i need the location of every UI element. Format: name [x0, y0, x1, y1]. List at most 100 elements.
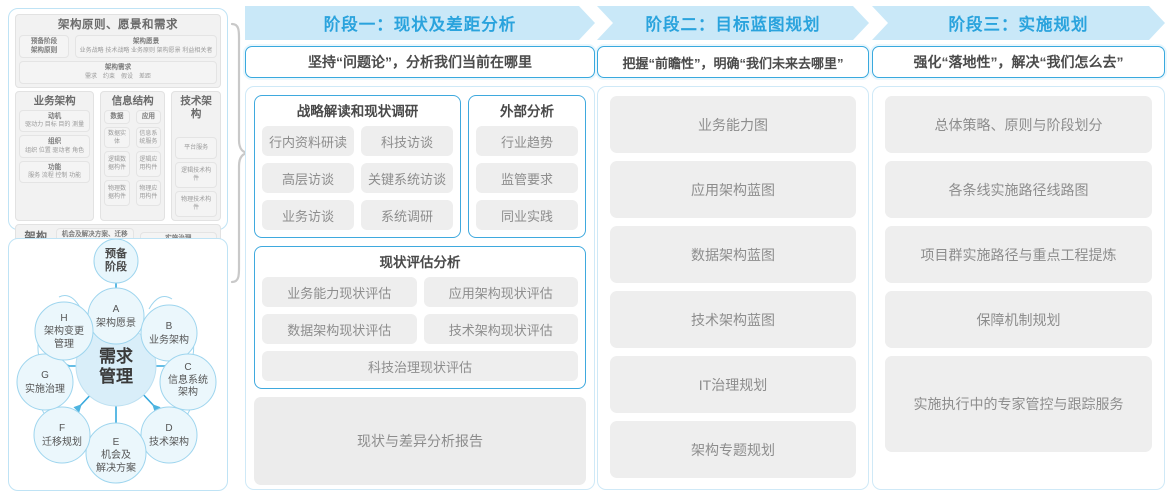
- blueprint-item[interactable]: 业务能力图: [610, 96, 856, 153]
- phase-3-subtitle[interactable]: 强化“落地性”，解决“我们怎么去”: [872, 46, 1165, 78]
- label: 组织: [48, 138, 62, 145]
- adm-node-f-label: 迁移规划: [42, 435, 82, 448]
- framework-col-technology: 技术架构 平台服务 逻辑技术构件 物理技术构件: [171, 90, 221, 221]
- adm-cycle-card: 预备 阶段 需求 管理 A 架构愿景 B 业务架构 C: [8, 238, 228, 491]
- framework-col-business-head: 业务架构: [33, 94, 76, 107]
- adm-node-b-letter: B: [166, 321, 173, 332]
- adm-prelim-label-2: 阶段: [105, 259, 127, 273]
- framework-subcol-application: 应用 信息系统服务 逻辑应用构件 物理应用构件: [135, 109, 162, 206]
- implementation-item[interactable]: 总体策略、原则与阶段划分: [885, 96, 1152, 153]
- phase-column-2: 阶段二：目标蓝图规划 把握“前瞻性”，明确“我们未来去哪里” 业务能力图 应用架…: [597, 6, 869, 490]
- phase-1-header: 阶段一：现状及差距分析: [245, 6, 595, 40]
- chip-item[interactable]: 监管要求: [476, 163, 578, 193]
- chip-item[interactable]: 关键系统访谈: [361, 163, 453, 193]
- phase-2-title: 阶段二：目标蓝图规划: [645, 16, 821, 34]
- adm-node-d-letter: D: [165, 423, 172, 434]
- framework-requirements-items: 需求 约束 假设 差距: [84, 73, 151, 80]
- framework-col-information: 信息结构 数据 数据实体 逻辑数据构件 物理数据构件 应用 信息系统服务 逻辑应…: [100, 90, 166, 221]
- phase-2-subtitle[interactable]: 把握“前瞻性”，明确“我们未来去哪里”: [597, 46, 869, 78]
- label: 信息系统服务: [139, 130, 158, 145]
- framework-prelim-box: 预备阶段 架构原则: [19, 35, 69, 58]
- adm-cycle-diagram: 预备 阶段 需求 管理 A 架构愿景 B 业务架构 C: [9, 238, 229, 492]
- phase-column-3: 阶段三：实施规划 强化“落地性”，解决“我们怎么去” 总体策略、原则与阶段划分 …: [872, 6, 1165, 490]
- chip-item[interactable]: 数据架构现状评估: [262, 314, 417, 344]
- phase-2-body: 业务能力图 应用架构蓝图 数据架构蓝图 技术架构蓝图 IT治理规划 架构专题规划: [597, 86, 869, 490]
- group-current-state-assessment-title: 现状评估分析: [379, 255, 461, 270]
- label: 应用: [141, 112, 156, 120]
- adm-center-label-2: 管理: [99, 366, 133, 386]
- blueprint-item[interactable]: IT治理规划: [610, 356, 856, 413]
- framework-box-organization: 组织 组织 位置 驱动者 角色: [19, 135, 91, 158]
- chip-item[interactable]: 应用架构现状评估: [423, 277, 578, 307]
- chip-item[interactable]: 业务能力现状评估: [262, 277, 417, 307]
- group-current-state-assessment: 现状评估分析 业务能力现状评估 应用架构现状评估 数据架构现状评估 技术架构现状…: [254, 246, 586, 389]
- phase-1-header-band: [245, 6, 595, 40]
- framework-col-information-head: 信息结构: [111, 94, 154, 107]
- adm-center-label-1: 需求: [99, 346, 133, 366]
- chip-item[interactable]: 行内资料研读: [262, 126, 354, 156]
- group-strategy-research: 战略解读和现状调研 行内资料研读 科技访谈 高层访谈 关键系统访谈 业务访谈 系…: [254, 95, 461, 238]
- label: 物理技术构件: [181, 196, 212, 211]
- phase-3-header-band: [872, 6, 1165, 40]
- adm-node-d-label: 技术架构: [149, 435, 189, 448]
- label: 物理应用构件: [139, 186, 158, 200]
- implementation-item[interactable]: 保障机制规划: [885, 291, 1152, 348]
- adm-cycle-svg: 预备 阶段 需求 管理 A 架构愿景 B 业务架构 C: [16, 238, 217, 484]
- blueprint-item[interactable]: 技术架构蓝图: [610, 291, 856, 348]
- label: 数据实体: [107, 130, 126, 145]
- phase-column-1: 阶段一：现状及差距分析 坚持“问题论”，分析我们当前在哪里 战略解读和现状调研 …: [245, 6, 595, 490]
- blueprint-item[interactable]: 应用架构蓝图: [610, 161, 856, 218]
- framework-box-function: 功能 服务 流程 控制 功能: [19, 160, 91, 183]
- label: 数据: [110, 112, 124, 120]
- togaf-framework-card: 架构原则、愿景和需求 预备阶段 架构原则 架构愿景 业务战略 技术战略 业务原则…: [8, 8, 228, 263]
- phase-2-header-band: [597, 6, 869, 40]
- chip-item[interactable]: 技术架构现状评估: [423, 314, 578, 344]
- phase-1-subtitle[interactable]: 坚持“问题论”，分析我们当前在哪里: [245, 46, 595, 78]
- implementation-item[interactable]: 各条线实施路径线路图: [885, 161, 1152, 218]
- adm-node-g-label: 实施治理: [25, 382, 65, 395]
- chip-item[interactable]: 同业实践: [476, 200, 578, 230]
- adm-node-a-letter: A: [113, 304, 120, 315]
- implementation-item[interactable]: 实施执行中的专家管控与跟踪服务: [885, 356, 1152, 452]
- left-panel: 架构原则、愿景和需求 预备阶段 架构原则 架构愿景 业务战略 技术战略 业务原则…: [8, 8, 230, 491]
- chip-item[interactable]: 系统调研: [361, 200, 453, 230]
- phase-1-title: 阶段一：现状及差距分析: [323, 16, 517, 34]
- framework-title: 架构原则、愿景和需求: [58, 19, 178, 31]
- framework-prelim-line2: 架构原则: [30, 46, 58, 54]
- blueprint-item[interactable]: 数据架构蓝图: [610, 226, 856, 283]
- chip-item[interactable]: 业务访谈: [262, 200, 354, 230]
- implementation-item[interactable]: 项目群实施路径与重点工程提炼: [885, 226, 1152, 283]
- chip-item[interactable]: 高层访谈: [262, 163, 354, 193]
- adm-node-h-letter: H: [60, 313, 67, 324]
- framework-subcol-data: 数据 数据实体 逻辑数据构件 物理数据构件: [104, 109, 130, 206]
- adm-node-c-label-1: 信息系统: [168, 373, 208, 386]
- adm-node-a-label: 架构愿景: [96, 316, 136, 329]
- framework-box-motivation: 动机 驱动力 目标 目的 测量: [19, 109, 91, 132]
- label: 功能: [48, 163, 62, 171]
- phase-3-body: 总体策略、原则与阶段划分 各条线实施路径线路图 项目群实施路径与重点工程提炼 保…: [872, 86, 1165, 490]
- phase-1-body: 战略解读和现状调研 行内资料研读 科技访谈 高层访谈 关键系统访谈 业务访谈 系…: [245, 86, 595, 490]
- adm-node-e-label-2: 解决方案: [96, 461, 136, 474]
- group-external-analysis-title: 外部分析: [500, 104, 554, 119]
- label: 逻辑应用构件: [139, 157, 158, 171]
- chip-item[interactable]: 科技治理现状评估: [262, 351, 578, 381]
- adm-node-e-letter: E: [113, 437, 120, 448]
- phase-1-report[interactable]: 现状与差异分析报告: [254, 397, 586, 485]
- adm-node-f-letter: F: [59, 423, 65, 434]
- group-external-analysis: 外部分析 行业趋势 监管要求 同业实践: [468, 95, 586, 238]
- adm-node-c-letter: C: [184, 362, 191, 373]
- adm-node-b-label: 业务架构: [149, 333, 189, 346]
- chip-item[interactable]: 行业趋势: [476, 126, 578, 156]
- framework-vision-box: 架构愿景 业务战略 技术战略 业务原则 架构愿景 利益相关者: [75, 35, 217, 58]
- adm-node-g-letter: G: [41, 370, 49, 381]
- blueprint-item[interactable]: 架构专题规划: [610, 421, 856, 478]
- framework-requirements-box: 架构需求 需求 约束 假设 差距: [19, 61, 217, 84]
- framework-vision-title: 架构愿景: [132, 38, 160, 45]
- label: 驱动力 目标 目的 测量: [25, 122, 85, 128]
- group-strategy-research-title: 战略解读和现状调研: [296, 104, 419, 119]
- label: 物理数据构件: [107, 186, 126, 200]
- label: 服务 流程 控制 功能: [28, 173, 82, 179]
- chip-item[interactable]: 科技访谈: [361, 126, 453, 156]
- label: 逻辑技术构件: [181, 167, 212, 182]
- framework-requirements-title: 架构需求: [104, 64, 132, 71]
